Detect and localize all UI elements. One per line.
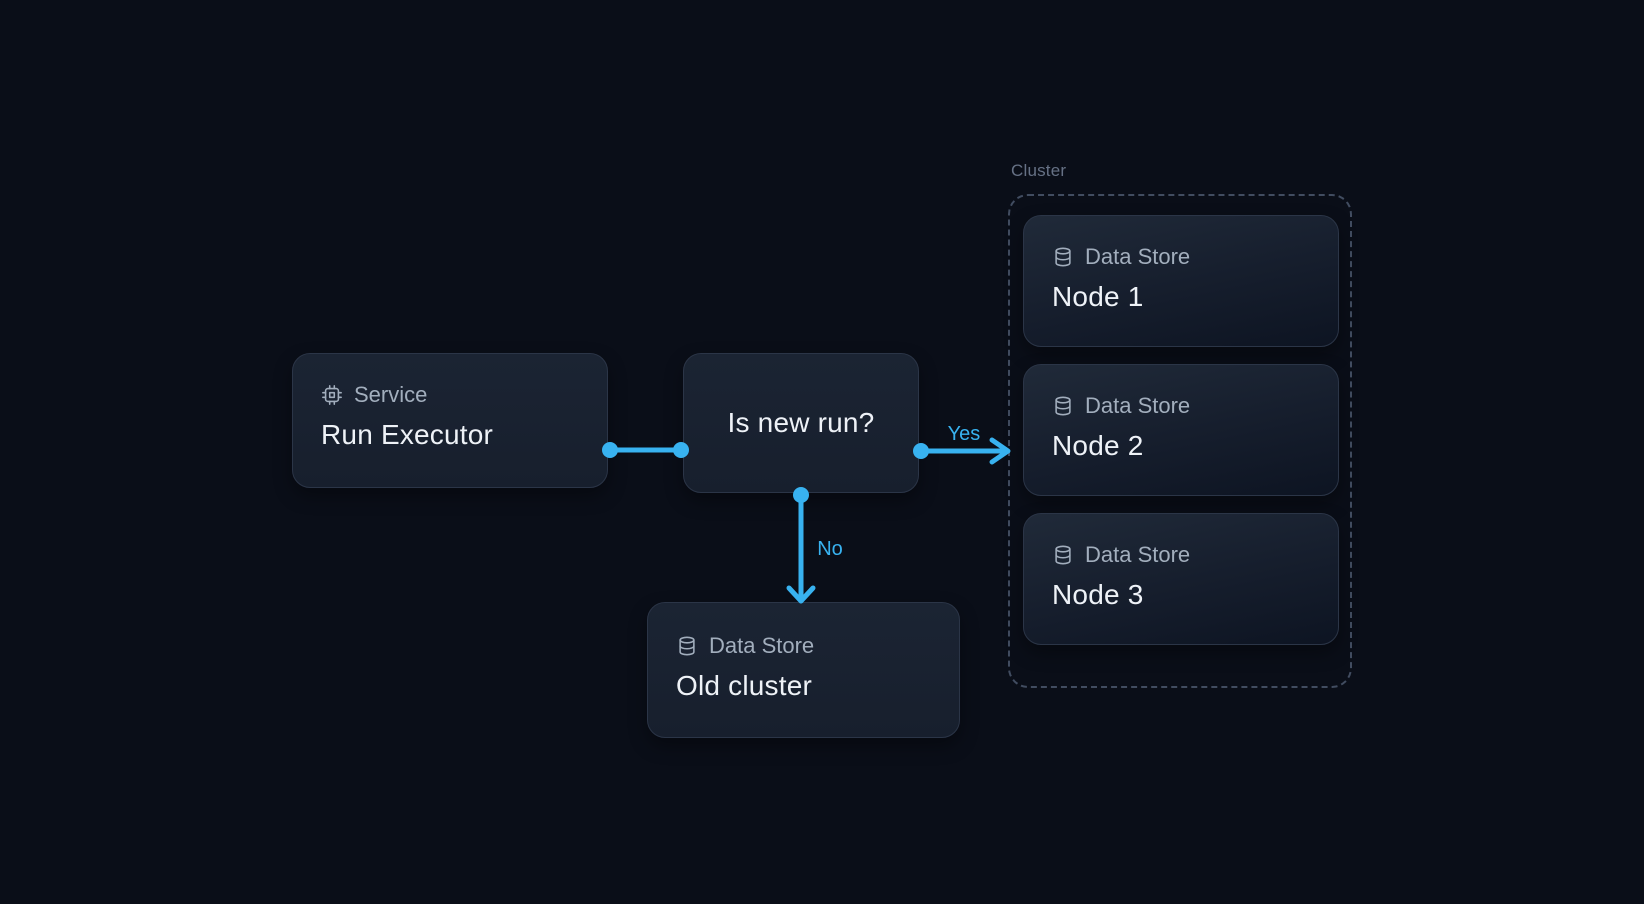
node-title: Node 1	[1052, 281, 1144, 312]
node-head: Data Store	[676, 633, 935, 659]
node-title: Node 3	[1052, 579, 1144, 610]
node-old-cluster[interactable]: Data Store Old cluster	[647, 602, 960, 738]
node-head: Data Store	[1052, 542, 1314, 568]
node-title: Is new run?	[727, 407, 875, 438]
node-title: Run Executor	[321, 419, 494, 450]
node-run-executor[interactable]: Service Run Executor	[292, 353, 608, 488]
node-data-store-1[interactable]: Data Store Node 1	[1023, 215, 1339, 347]
node-type-label: Data Store	[1085, 542, 1191, 567]
cluster-group-label: Cluster	[1011, 161, 1067, 180]
edge-decision-no	[786, 487, 816, 604]
chip-icon	[321, 384, 343, 406]
node-data-store-3[interactable]: Data Store Node 3	[1023, 513, 1339, 645]
database-icon	[1052, 544, 1074, 566]
database-icon	[1052, 395, 1074, 417]
node-is-new-run[interactable]: Is new run?	[683, 353, 919, 493]
edge-run-executor-to-decision	[602, 442, 689, 458]
node-head: Service	[321, 382, 583, 408]
node-data-store-2[interactable]: Data Store Node 2	[1023, 364, 1339, 496]
edge-label-yes: Yes	[947, 423, 981, 445]
node-type-label: Data Store	[1085, 393, 1191, 418]
node-head: Data Store	[1052, 393, 1314, 419]
edge-label-no: No	[817, 538, 843, 560]
node-type-label: Data Store	[1085, 244, 1191, 269]
node-type-label: Service	[354, 382, 428, 407]
node-head: Data Store	[1052, 244, 1314, 270]
database-icon	[676, 635, 698, 657]
database-icon	[1052, 246, 1074, 268]
node-title: Node 2	[1052, 430, 1144, 461]
node-type-label: Data Store	[709, 633, 815, 658]
node-title: Old cluster	[676, 670, 813, 701]
